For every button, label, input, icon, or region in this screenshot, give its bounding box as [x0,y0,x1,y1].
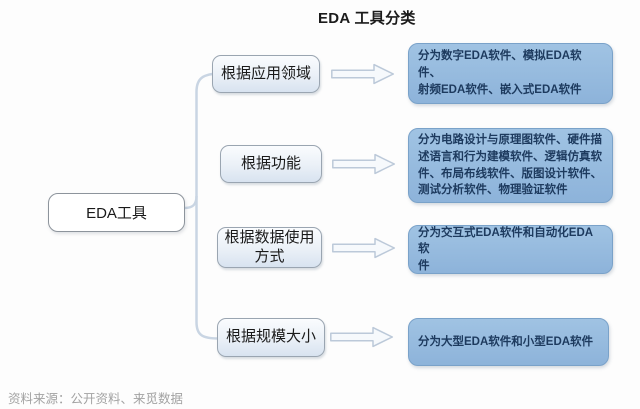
category-box-scale: 根据规模大小 [217,318,325,357]
root-node: EDA工具 [48,193,185,232]
description-box-data-usage: 分为交互式EDA软件和自动化EDA软 件 [408,225,613,274]
right-arrow-icon [332,237,396,259]
description-box-application-field: 分为数字EDA软件、模拟EDA软件、 射频EDA软件、嵌入式EDA软件 [408,43,613,104]
category-box-data-usage: 根据数据使用 方式 [217,227,322,268]
right-arrow-icon [330,326,394,348]
description-box-function: 分为电路设计与原理图软件、硬件描 述语言和行为建模软件、逻辑仿真软 件、布局布线… [408,128,613,203]
data-source-note: 资料来源：公开资料、来觅数据 [8,392,184,406]
right-arrow-icon [331,63,395,85]
page-title: EDA 工具分类 [318,10,416,27]
category-box-application-field: 根据应用领域 [212,55,320,93]
description-box-scale: 分为大型EDA软件和小型EDA软件 [408,318,609,366]
category-box-function: 根据功能 [220,145,322,183]
right-arrow-icon [332,153,396,175]
